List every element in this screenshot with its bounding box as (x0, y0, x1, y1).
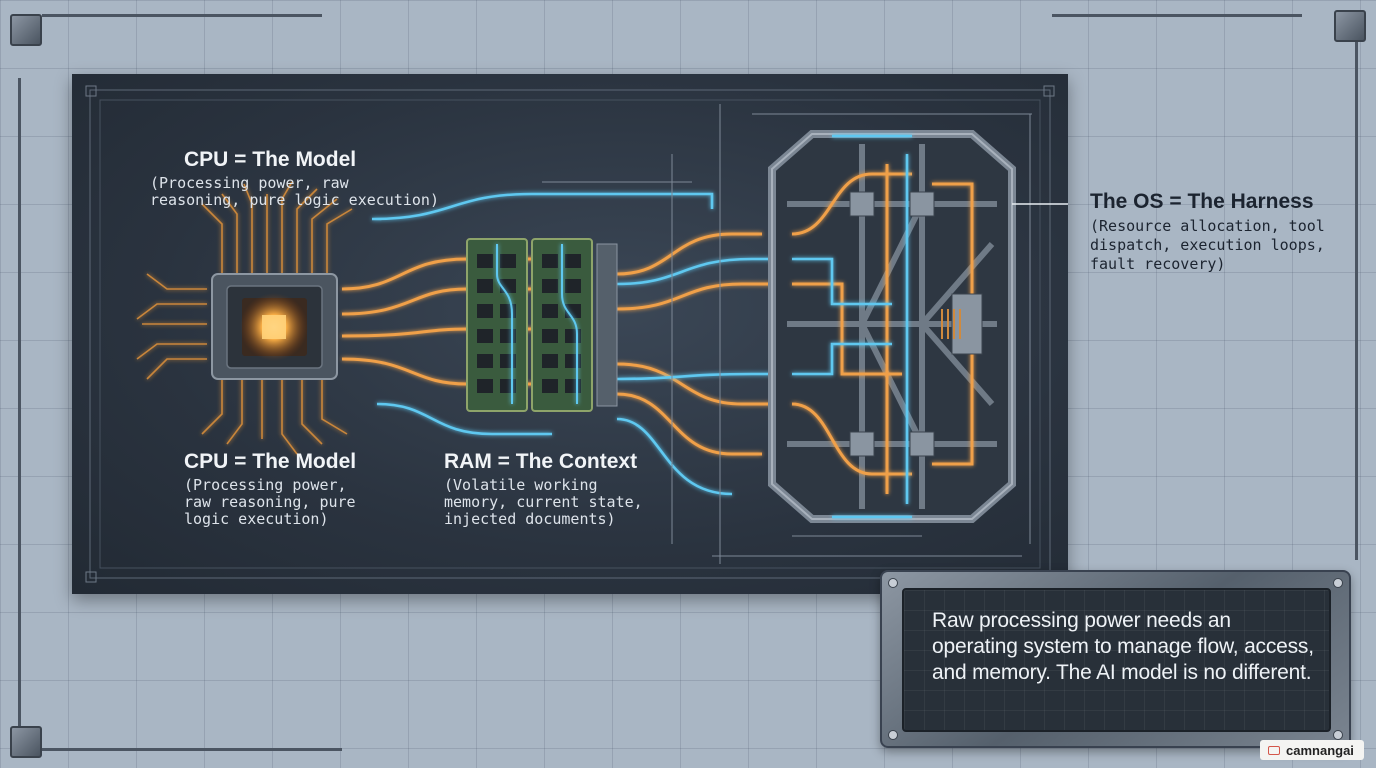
callout-screen: Raw processing power needs an operating … (902, 588, 1331, 732)
ram-desc: (Volatile working memory, current state,… (444, 476, 643, 528)
rivet (888, 578, 898, 588)
watermark: camnangai (1260, 740, 1364, 760)
cpu-chip-icon (211, 273, 338, 380)
os-desc: (Resource allocation, tool dispatch, exe… (1090, 217, 1325, 273)
diagram-panel: CPU = The Model (Processing power, raw r… (72, 74, 1068, 594)
corner-top-left (10, 14, 42, 46)
os-title: The OS = The Harness (1090, 190, 1314, 213)
frame-right-line (1355, 40, 1358, 560)
frame-top-left-line (42, 14, 322, 17)
frame-top-right-line (1052, 14, 1302, 17)
ram-module-icon (466, 238, 618, 412)
callout-box: Raw processing power needs an operating … (880, 570, 1351, 748)
callout-text: Raw processing power needs an operating … (932, 609, 1314, 684)
rivet (888, 730, 898, 740)
corner-top-right (1334, 10, 1366, 42)
orange-traces (341, 232, 772, 456)
cpu-top-desc: (Processing power, raw reasoning, pure l… (150, 174, 439, 209)
frame-left-line (18, 78, 21, 738)
cpu-bottom-desc: (Processing power, raw reasoning, pure l… (184, 476, 356, 528)
rivet (1333, 578, 1343, 588)
diagram-artwork (85, 85, 1068, 583)
watermark-text: camnangai (1286, 742, 1354, 758)
blue-traces (371, 192, 772, 496)
rivet (1333, 730, 1343, 740)
corner-bottom-left (10, 726, 42, 758)
cpu-bottom-title: CPU = The Model (184, 450, 357, 473)
watermark-icon (1268, 745, 1280, 755)
ram-title: RAM = The Context (444, 450, 638, 473)
cpu-traces (136, 181, 353, 455)
os-frame-icon (768, 130, 1016, 523)
cpu-top-title: CPU = The Model (184, 148, 357, 171)
frame-bottom-left-line (42, 748, 342, 751)
